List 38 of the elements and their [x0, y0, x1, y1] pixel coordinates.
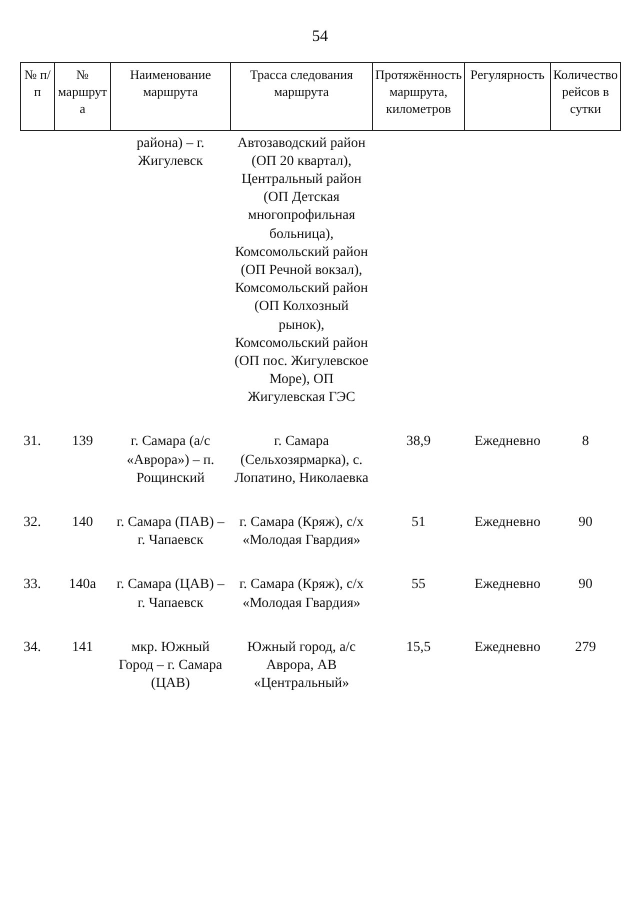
table-cell-text: 279 — [575, 638, 596, 657]
table-cell-text: 140 — [72, 514, 93, 532]
table-cell-text: Ежедневно — [474, 514, 540, 532]
table-cell-text: г. Самара (Кряж), с/х «Молодая Гвардия» — [238, 514, 365, 550]
table-cell-text: 141 — [72, 638, 93, 657]
column-header: Трасса следования маршрута — [248, 67, 354, 101]
column-header: Регулярность — [470, 67, 545, 84]
column-header: Наименование маршрута — [129, 67, 212, 101]
table-cell-text: 139 — [72, 433, 93, 452]
table-cell-text: 51 — [412, 514, 426, 532]
table-cell-text: 55 — [412, 576, 426, 594]
table-cell-text: Южный город, а/с Аврора, АВ «Центральный» — [246, 638, 357, 694]
table-cell-text: 38,9 — [406, 433, 431, 452]
table-cell-text: 90 — [578, 576, 592, 594]
table-cell-text: Ежедневно — [474, 576, 540, 594]
table-cell-text: 140а — [68, 576, 96, 594]
table-cell-text: 34. — [24, 638, 41, 657]
table-cell-text: мкр. Южный Город – г. Самара (ЦАВ) — [118, 638, 224, 694]
table-cell-text: 31. — [24, 433, 41, 452]
page-number: 54 — [311, 28, 329, 46]
table-cell-text: г. Самара (Кряж), с/х «Молодая Гвардия» — [238, 576, 365, 613]
table-cell-text: Ежедневно — [474, 433, 540, 452]
table-cell-text: 33. — [24, 576, 41, 594]
column-header: № п/п — [23, 67, 52, 101]
table-cell-text: г. Самара (ЦАВ) – г. Чапаевск — [116, 576, 226, 613]
table-cell-text: 32. — [24, 514, 41, 532]
table-cell-text: района) – г. Жигулевск — [136, 134, 206, 171]
table-cell-text: 8 — [582, 433, 589, 452]
table-cell-text: Ежедневно — [474, 638, 540, 657]
table-cell-text: 15,5 — [406, 638, 431, 657]
table-cell-text: 90 — [578, 514, 592, 532]
table-cell-text: г. Самара (а/с «Аврора») – п. Рощинский — [126, 433, 216, 488]
table-cell-text: Автозаводский район (ОП 20 квартал), Центральный район (ОП Детская многопрофильная больница), Комсомольский район (ОП Речной вокзал), Комсомольский район (ОП Колхозный рынок), Комсомольский район (ОП пос. Жигулевское Море), ОП Жигулевская ГЭС — [234, 134, 370, 408]
column-header: № маршрута — [57, 67, 108, 118]
column-header: Протяжённость маршрута, километров — [375, 67, 462, 118]
table-cell-text: г. Самара (Сельхозярмарка), с. Лопатино, Николаевка — [234, 433, 370, 488]
table-cell-text: г. Самара (ПАВ) – г. Чапаевск — [116, 514, 226, 550]
column-header: Количество рейсов в сутки — [553, 67, 618, 118]
